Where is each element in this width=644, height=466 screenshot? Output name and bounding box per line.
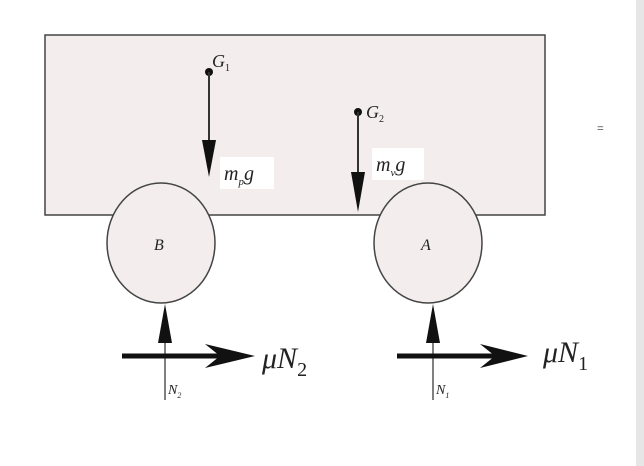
mpg-arrow-head <box>202 140 216 177</box>
g1-label: G1 <box>212 51 230 74</box>
n2-arrow-head <box>158 304 172 343</box>
side-mark: = <box>597 121 604 135</box>
n2-label: N2 <box>167 383 181 400</box>
mvg-arrow-head <box>351 172 365 212</box>
friction1-arrow-head <box>480 344 528 368</box>
vehicle-body <box>44 34 546 216</box>
wheel-b-label: B <box>154 237 164 254</box>
mpg-label: mpg <box>224 163 254 188</box>
mpg-label-bg <box>220 157 274 189</box>
wheel-a-label: A <box>420 237 431 254</box>
friction2-arrow-head <box>205 344 255 368</box>
mvg-label: mvg <box>376 154 405 179</box>
mvg-label-bg <box>372 148 424 180</box>
n1-arrow-head <box>426 304 440 343</box>
friction2-label: μN2 <box>261 342 307 381</box>
g2-label: G2 <box>366 102 384 125</box>
right-edge-strip <box>636 0 644 466</box>
n1-label: N1 <box>435 383 449 400</box>
wheel-b <box>106 182 216 304</box>
wheel-a <box>373 182 483 304</box>
friction1-label: μN1 <box>542 336 588 375</box>
